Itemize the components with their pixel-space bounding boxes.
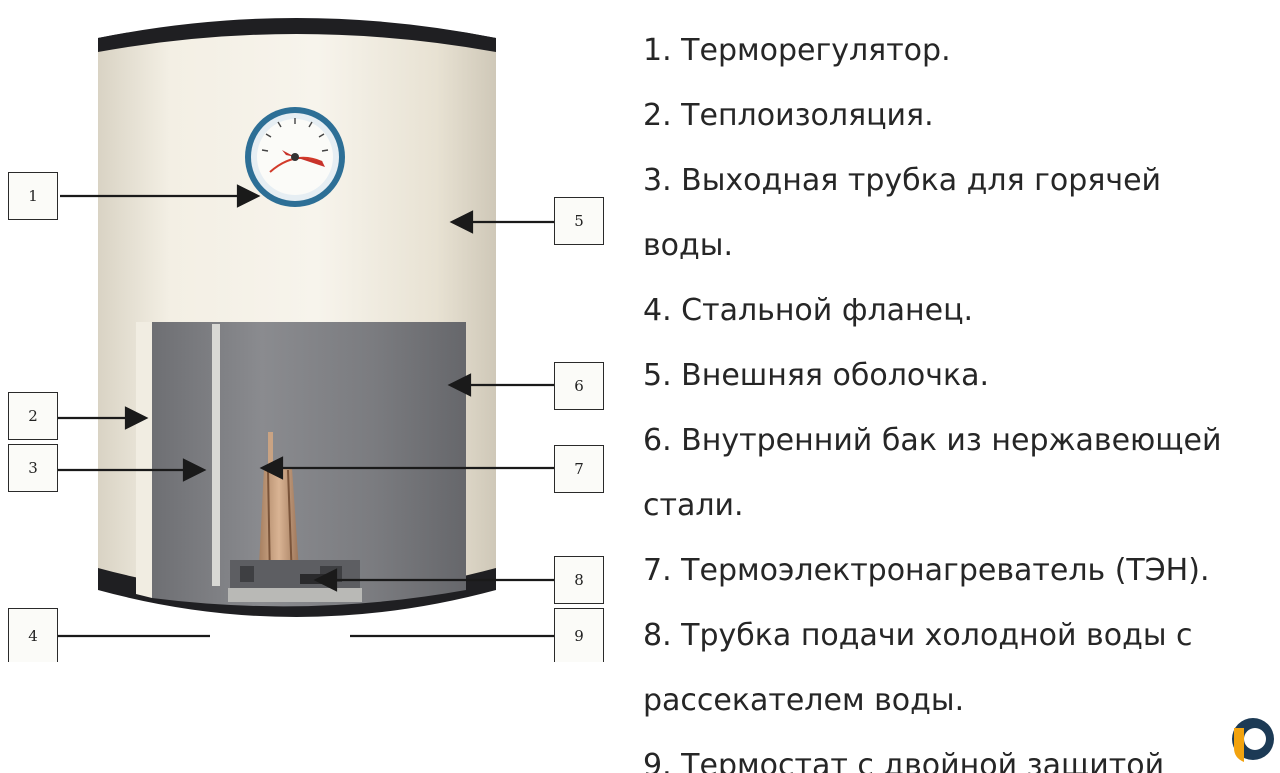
water-heater-illustration [58, 18, 554, 638]
legend-item: стали. [643, 488, 744, 523]
callout-5: 5 [554, 197, 604, 245]
callout-1: 1 [8, 172, 58, 220]
legend-item: рассекателем воды. [643, 683, 965, 718]
legend-item: 5. Внешняя оболочка. [643, 358, 990, 393]
callout-8: 8 [554, 556, 604, 604]
callout-4: 4 [8, 608, 58, 662]
legend-item: 3. Выходная трубка для горячей [643, 163, 1162, 198]
bottom-band [98, 568, 496, 617]
legend-item: 8. Трубка подачи холодной воды с [643, 618, 1193, 653]
callout-9: 9 [554, 608, 604, 662]
brand-logo-icon [1232, 718, 1274, 762]
legend-item: 2. Теплоизоляция. [643, 98, 934, 133]
callout-6: 6 [554, 362, 604, 410]
legend-item: воды. [643, 228, 733, 263]
legend-item: 4. Стальной фланец. [643, 293, 974, 328]
insulation-layer [136, 322, 152, 598]
callout-2: 2 [8, 392, 58, 440]
legend-item: 6. Внутренний бак из нержавеющей [643, 423, 1222, 458]
hot-water-pipe [212, 324, 220, 586]
thermometer-gauge-icon [245, 107, 345, 207]
component-legend: 1. Терморегулятор. 2. Теплоизоляция. 3. … [643, 18, 1275, 773]
legend-item: 9. Термостат с двойной защитой [643, 748, 1165, 773]
inner-tank [152, 322, 466, 607]
callout-3: 3 [8, 444, 58, 492]
legend-item: 1. Терморегулятор. [643, 33, 951, 68]
legend-item: 7. Термоэлектронагреватель (ТЭН). [643, 553, 1210, 588]
callout-7: 7 [554, 445, 604, 493]
